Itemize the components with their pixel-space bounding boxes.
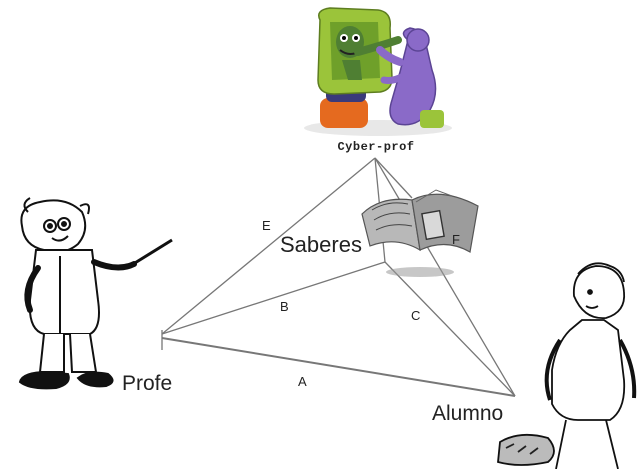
edge-c-line [384,261,516,397]
edge-cyber-alumno-line [374,157,516,397]
alumno-illustration [497,262,637,469]
saberes-label: Saberes [280,232,362,257]
profe-illustration [18,197,173,390]
book-illustration [361,189,479,277]
edge-a-line [161,337,516,397]
edge-e-line [161,157,376,335]
connection-lines [161,157,516,397]
edge-label-b: B [280,299,289,314]
cyber-prof-illustration [304,7,452,136]
cyber-prof-label: Cyber-prof [337,140,414,154]
edge-label-c: C [411,308,420,323]
edge-cyber-book-line [374,157,413,199]
alumno-label: Alumno [432,402,503,425]
edge-label-f: F [452,232,460,247]
edge-label-a: A [298,374,307,389]
edge-label-e: E [262,218,271,233]
profe-label: Profe [122,372,172,395]
edge-b-line [161,261,386,335]
